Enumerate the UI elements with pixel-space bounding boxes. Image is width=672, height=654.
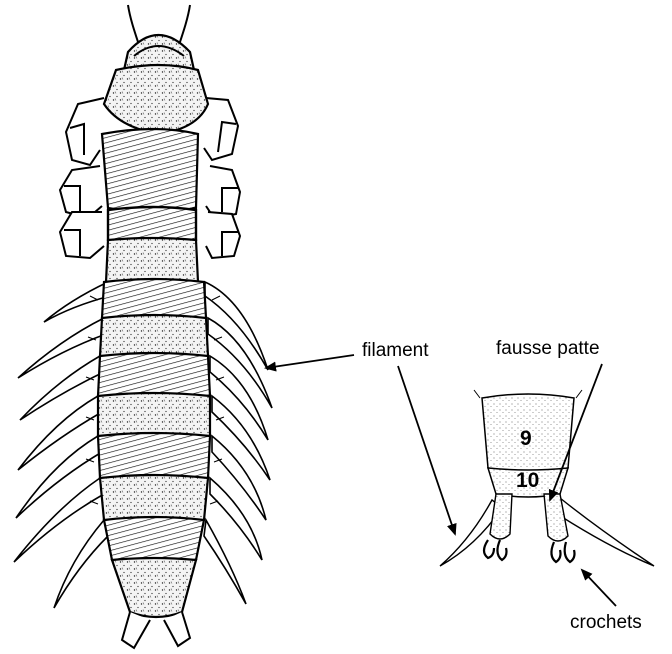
- arrow-crochets: [582, 570, 616, 606]
- larva-dorsal-view: [14, 5, 272, 648]
- annotations: filament fausse patte crochets: [266, 338, 642, 633]
- hook-right-1: [551, 542, 560, 562]
- mesothorax: [102, 129, 198, 212]
- segment-10-number: 10: [516, 469, 539, 492]
- abdomen-segment-8: [104, 517, 204, 563]
- abdomen-segment-9: [112, 558, 196, 617]
- terminal-proleg-left: [122, 612, 150, 648]
- segment-9-number: 9: [520, 427, 532, 450]
- hook-left-1: [484, 540, 494, 558]
- terminal-proleg-right: [164, 612, 190, 646]
- crochets-label: crochets: [570, 612, 642, 633]
- arrow-filament-larva: [266, 355, 354, 368]
- arrow-filament-detail: [398, 366, 455, 534]
- filament-label: filament: [362, 340, 429, 361]
- hook-left-2: [497, 540, 506, 560]
- terminal-segments-detail: 9 10: [440, 390, 654, 566]
- hook-right-2: [565, 542, 575, 562]
- fausse-patte-label: fausse patte: [496, 338, 600, 359]
- prothorax: [104, 65, 208, 134]
